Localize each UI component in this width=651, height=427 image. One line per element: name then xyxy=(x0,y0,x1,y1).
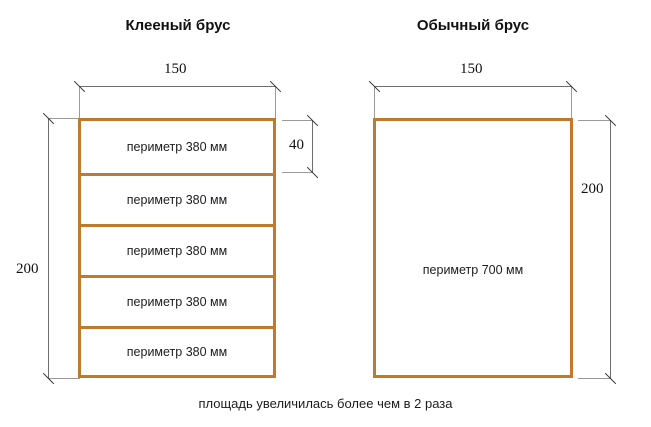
panel-title-plain-beam: Обычный брус xyxy=(416,17,530,34)
dim-ext-glued-height-top xyxy=(48,118,80,119)
dim-line-plain-height xyxy=(610,120,611,379)
dim-label-glued-height: 200 xyxy=(13,261,42,278)
dim-line-glued-height xyxy=(48,118,49,379)
dim-line-plain-width xyxy=(374,86,572,87)
lamella-row: периметр 380 мм xyxy=(81,121,273,173)
lamella-perimeter-label: периметр 380 мм xyxy=(126,193,228,207)
dim-label-glued-width: 150 xyxy=(161,61,190,78)
dim-ext-glued-width-right xyxy=(275,86,276,118)
dim-ext-lamella-top xyxy=(282,120,312,121)
dim-ext-glued-height-bottom xyxy=(48,378,80,379)
dim-ext-plain-width-right xyxy=(571,86,572,118)
dim-ext-plain-height-bottom xyxy=(578,378,610,379)
beam-glued-laminated: периметр 380 мм периметр 380 мм периметр… xyxy=(78,118,276,378)
lamella-perimeter-label: периметр 380 мм xyxy=(126,295,228,309)
dim-ext-glued-width-left xyxy=(79,86,80,118)
dim-line-lamella-thickness xyxy=(312,120,313,173)
dim-label-plain-height: 200 xyxy=(578,181,607,198)
lamella-row: периметр 380 мм xyxy=(81,224,273,275)
dim-ext-lamella-bottom xyxy=(282,172,312,173)
dim-line-glued-width xyxy=(79,86,276,87)
lamella-perimeter-label: периметр 380 мм xyxy=(126,244,228,258)
lamella-row: периметр 380 мм xyxy=(81,173,273,224)
lamella-perimeter-label: периметр 380 мм xyxy=(126,140,228,154)
lamella-row: периметр 380 мм xyxy=(81,275,273,326)
beam-plain-solid: периметр 700 мм xyxy=(373,118,573,378)
lamella-perimeter-label: периметр 380 мм xyxy=(126,345,228,359)
dim-label-plain-width: 150 xyxy=(457,61,486,78)
dim-label-lamella-thickness: 40 xyxy=(286,137,307,154)
beam-perimeter-label: периметр 700 мм xyxy=(422,263,524,277)
dim-ext-plain-height-top xyxy=(578,120,610,121)
lamella-row: периметр 380 мм xyxy=(81,326,273,375)
dim-ext-plain-width-left xyxy=(374,86,375,118)
panel-title-glued-beam: Клееный брус xyxy=(125,17,231,34)
figure-caption: площадь увеличилась более чем в 2 раза xyxy=(198,396,453,411)
